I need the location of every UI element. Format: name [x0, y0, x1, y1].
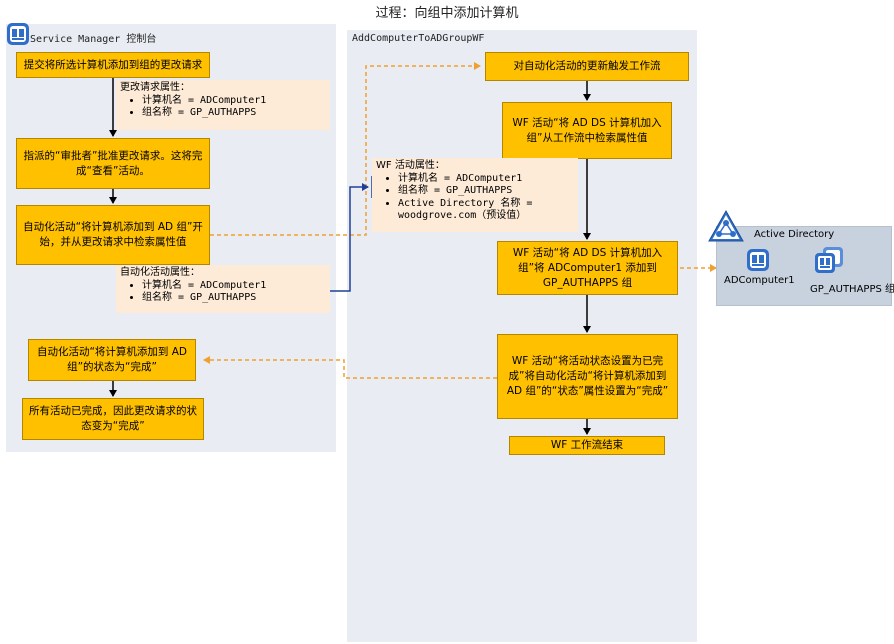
- automation-activity-start-box: 自动化活动“将计算机添加到 AD 组”开始，并从更改请求中检索属性值: [16, 205, 210, 265]
- workflow-trigger-box: 对自动化活动的更新触发工作流: [485, 52, 689, 81]
- blue-props-connector: [328, 183, 369, 292]
- wf-activity-property-item: Active Directory 名称 = woodgrove.com（预设值）: [398, 198, 574, 223]
- automation-activity-properties-header: 自动化活动属性：: [120, 267, 200, 278]
- group-icon: [814, 246, 844, 274]
- computer-icon: [746, 248, 770, 272]
- change-request-properties-header: 更改请求属性：: [120, 82, 190, 93]
- automation-activity-property-item: 计算机名 = ADComputer1: [142, 280, 326, 293]
- computer-label: ADComputer1: [724, 275, 795, 286]
- change-request-properties-note: 更改请求属性： 计算机名 = ADComputer1 组名称 = GP_AUTH…: [116, 80, 330, 130]
- wf-activity-property-item: 组名称 = GP_AUTHAPPS: [398, 185, 574, 198]
- change-request-property-item: 组名称 = GP_AUTHAPPS: [142, 107, 326, 120]
- approve-change-request-box: 指派的“审批者”批准更改请求。这将完成“查看”活动。: [16, 138, 210, 189]
- active-directory-panel: [716, 226, 892, 306]
- active-directory-icon: [708, 209, 744, 242]
- wf-add-computer-box: WF 活动“将 AD DS 计算机加入组”将 ADComputer1 添加到 G…: [497, 241, 678, 295]
- dashed-setstatus-autostatus: [203, 356, 497, 379]
- group-label: GP_AUTHAPPS 组: [810, 284, 894, 295]
- wf-activity-property-item: 计算机名 = ADComputer1: [398, 173, 574, 186]
- console-lane-label: Service Manager 控制台: [30, 34, 157, 45]
- automation-activity-status-box: 自动化活动“将计算机添加到 AD 组”的状态为“完成”: [28, 339, 196, 381]
- workflow-lane-label: AddComputerToADGroupWF: [352, 33, 485, 44]
- wf-activity-properties-note: WF 活动属性： 计算机名 = ADComputer1 组名称 = GP_AUT…: [372, 158, 578, 232]
- wf-set-status-box: WF 活动“将活动状态设置为已完成”将自动化活动“将计算机添加到 AD 组”的“…: [497, 334, 678, 419]
- change-request-property-item: 计算机名 = ADComputer1: [142, 95, 326, 108]
- workflow-end-box: WF 工作流结束: [509, 436, 665, 455]
- diagram-title: 过程：向组中添加计算机: [375, 6, 519, 21]
- dashed-autostart-trigger: [210, 62, 481, 236]
- automation-activity-properties-note: 自动化活动属性： 计算机名 = ADComputer1 组名称 = GP_AUT…: [116, 265, 330, 313]
- automation-activity-property-item: 组名称 = GP_AUTHAPPS: [142, 292, 326, 305]
- service-manager-icon: [6, 22, 30, 46]
- all-activities-complete-box: 所有活动已完成，因此更改请求的状态变为“完成”: [22, 398, 204, 440]
- submit-change-request-box: 提交将所选计算机添加到组的更改请求: [16, 52, 210, 78]
- wf-retrieve-properties-box: WF 活动“将 AD DS 计算机加入组”从工作流中检索属性值: [502, 102, 672, 159]
- wf-activity-properties-header: WF 活动属性：: [376, 160, 445, 171]
- active-directory-label: Active Directory: [754, 229, 835, 240]
